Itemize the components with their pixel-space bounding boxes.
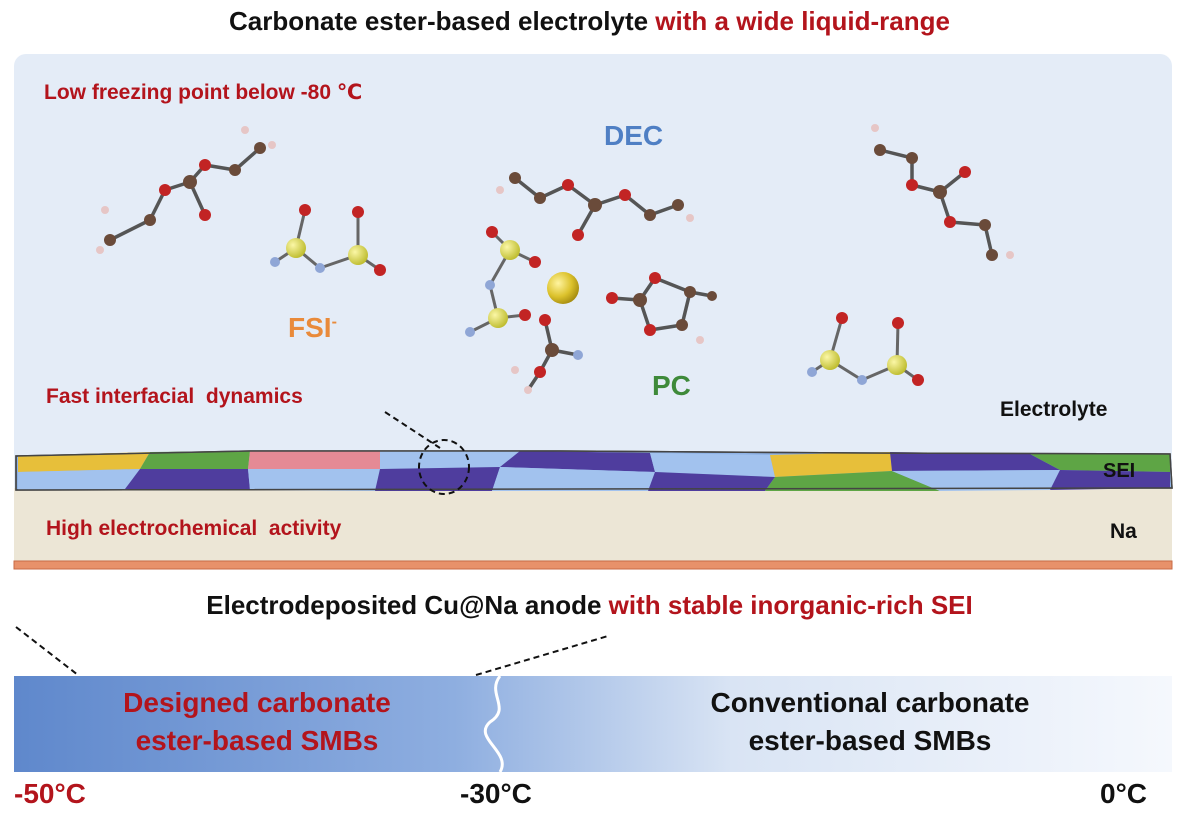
callout-line-right [475,635,609,676]
sei-grain [500,451,655,472]
sei-grain [492,467,655,491]
low-freezing-label: Low freezing point below -80 ℃ [44,81,363,104]
sei-grain [770,452,892,477]
anode-title: Electrodeposited Cu@Na anode with stable… [0,590,1179,621]
pc-label: PC [652,370,691,401]
conventional-line2: ester-based SMBs [748,725,992,756]
anode-title-part2: with stable inorganic-rich SEI [608,590,973,620]
top-title: Carbonate ester-based electrolyte with a… [0,6,1179,37]
sei-grain [1030,454,1170,472]
sei-grain [648,472,775,491]
na-label: Na [1110,520,1137,543]
sei-grain [125,469,250,490]
fsi-label-charge: - [331,313,337,331]
fsi-label: FSI- [288,312,337,344]
electrolyte-panel [14,54,1172,506]
fsi-anion-center [465,226,541,337]
pc-molecule-lower [511,314,583,394]
sei-grain [248,469,380,491]
callout-circle [418,439,470,495]
break-line [483,675,504,773]
temp-zero: 0°C [1100,778,1147,809]
dec-label: DEC [604,120,664,151]
top-title-part2: with a wide liquid-range [655,6,950,36]
sei-grain [380,451,520,469]
sei-grain [765,471,940,491]
dec-molecule-left [96,126,276,254]
designed-smbs-label: Designed carbonate ester-based SMBs [14,684,500,760]
sei-grain [1050,470,1170,490]
fast-interfacial-label: Fast interfacial dynamics [46,385,303,408]
high-activity-label: High electrochemical activity [46,517,342,540]
sei-grain [892,470,1060,491]
sei-grain [18,469,140,490]
conventional-line1: Conventional carbonate [710,687,1030,718]
designed-line2: ester-based SMBs [135,725,379,756]
sei-label: SEI [1103,460,1136,482]
designed-line1: Designed carbonate [123,687,391,718]
sodium-ion [547,272,579,304]
callout-line-left [15,626,79,676]
sei-grain [18,452,150,472]
sei-grain [650,453,775,477]
sei-grain [140,451,250,469]
fsi-anion-left [270,204,386,276]
top-title-part1: Carbonate ester-based electrolyte [229,6,656,36]
sei-grain [375,467,500,491]
pc-molecule-center [606,272,717,344]
sei-layer [15,450,1173,491]
electrolyte-label: Electrolyte [1000,398,1108,421]
dec-molecule-center [496,172,694,241]
conventional-smbs-label: Conventional carbonate ester-based SMBs [600,684,1140,760]
fsi-anion-right [807,312,924,386]
anode-title-part1: Electrodeposited Cu@Na anode [206,590,609,620]
dec-molecule-right [871,124,1014,261]
temp-minus50: -50°C [14,778,86,809]
sei-outline-stroke [15,450,1173,491]
temperature-bar [14,676,1172,772]
cu-substrate-line [13,560,1173,570]
temp-minus30: -30°C [460,778,532,809]
callout-line [384,411,441,449]
na-layer [14,488,1172,562]
sei-grain [248,451,380,469]
sei-grain [890,452,1060,471]
fsi-label-text: FSI [288,312,332,343]
